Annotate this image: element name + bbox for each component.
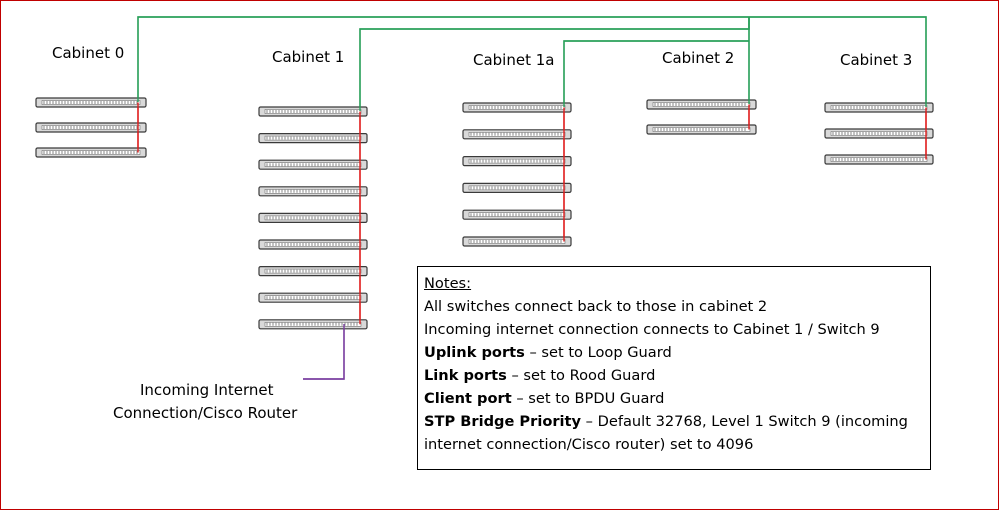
router-link bbox=[303, 324, 345, 380]
router-label-line1: Incoming Internet bbox=[140, 381, 274, 399]
switch bbox=[462, 102, 572, 113]
cabinet-2-label: Cabinet 2 bbox=[662, 49, 734, 67]
switch bbox=[646, 124, 757, 135]
cabinet-4-switch-stack bbox=[824, 102, 934, 165]
note-client-text: – set to BPDU Guard bbox=[511, 390, 665, 407]
cabinet-2-switch-stack bbox=[462, 102, 572, 247]
switch bbox=[462, 129, 572, 140]
switches bbox=[35, 97, 934, 330]
switch bbox=[258, 186, 368, 197]
switch bbox=[646, 99, 757, 110]
router-label-line2: Connection/Cisco Router bbox=[113, 404, 298, 422]
notes-title: Notes: bbox=[424, 275, 472, 292]
note-client-port: Client port – set to BPDU Guard bbox=[424, 387, 930, 410]
switch bbox=[258, 212, 368, 223]
trunk-cabinet1a bbox=[563, 40, 749, 107]
note-link-bold: Link ports bbox=[424, 367, 507, 384]
cabinet-1-switch-stack bbox=[258, 106, 368, 330]
cabinet-3-label: Cabinet 3 bbox=[840, 51, 912, 69]
trunk-cabinet0-cabinet3 bbox=[137, 16, 927, 107]
note-stp-bold: STP Bridge Priority bbox=[424, 413, 582, 430]
switch bbox=[35, 147, 147, 158]
switch bbox=[824, 154, 934, 165]
note-incoming-connection: Incoming internet connection connects to… bbox=[424, 321, 880, 338]
switch bbox=[258, 239, 368, 250]
note-stp-priority: STP Bridge Priority – Default 32768, Lev… bbox=[424, 410, 924, 456]
cabinet-0-switch-stack bbox=[35, 97, 147, 158]
switch bbox=[462, 236, 572, 247]
note-link-text: – set to Rood Guard bbox=[506, 367, 656, 384]
cabinet-3-switch-stack bbox=[646, 99, 757, 135]
cabinet-0-label: Cabinet 0 bbox=[52, 44, 124, 62]
switch bbox=[462, 209, 572, 220]
note-client-bold: Client port bbox=[424, 390, 512, 407]
switch bbox=[258, 266, 368, 277]
switch bbox=[258, 292, 368, 303]
notes-box: Notes: All switches connect back to thos… bbox=[417, 266, 931, 470]
note-link-ports: Link ports – set to Rood Guard bbox=[424, 364, 930, 387]
switch bbox=[824, 128, 934, 139]
note-uplink-text: – set to Loop Guard bbox=[524, 344, 672, 361]
cabinet-1a-label: Cabinet 1a bbox=[473, 51, 554, 69]
switch bbox=[258, 159, 368, 170]
switch bbox=[35, 122, 147, 133]
cabling-overlay bbox=[137, 16, 927, 380]
switch bbox=[35, 97, 147, 108]
switch bbox=[258, 133, 368, 144]
switch bbox=[258, 319, 368, 330]
note-stp-text: – Default 32768, Level 1 Switch 9 (incom… bbox=[424, 413, 908, 453]
note-uplink-bold: Uplink ports bbox=[424, 344, 525, 361]
switch bbox=[462, 182, 572, 193]
note-all-switches: All switches connect back to those in ca… bbox=[424, 298, 768, 315]
switch bbox=[824, 102, 934, 113]
note-uplink-ports: Uplink ports – set to Loop Guard bbox=[424, 341, 930, 364]
switch bbox=[258, 106, 368, 117]
switch bbox=[462, 156, 572, 167]
cabinet-1-label: Cabinet 1 bbox=[272, 48, 344, 66]
router-link bbox=[303, 324, 345, 380]
